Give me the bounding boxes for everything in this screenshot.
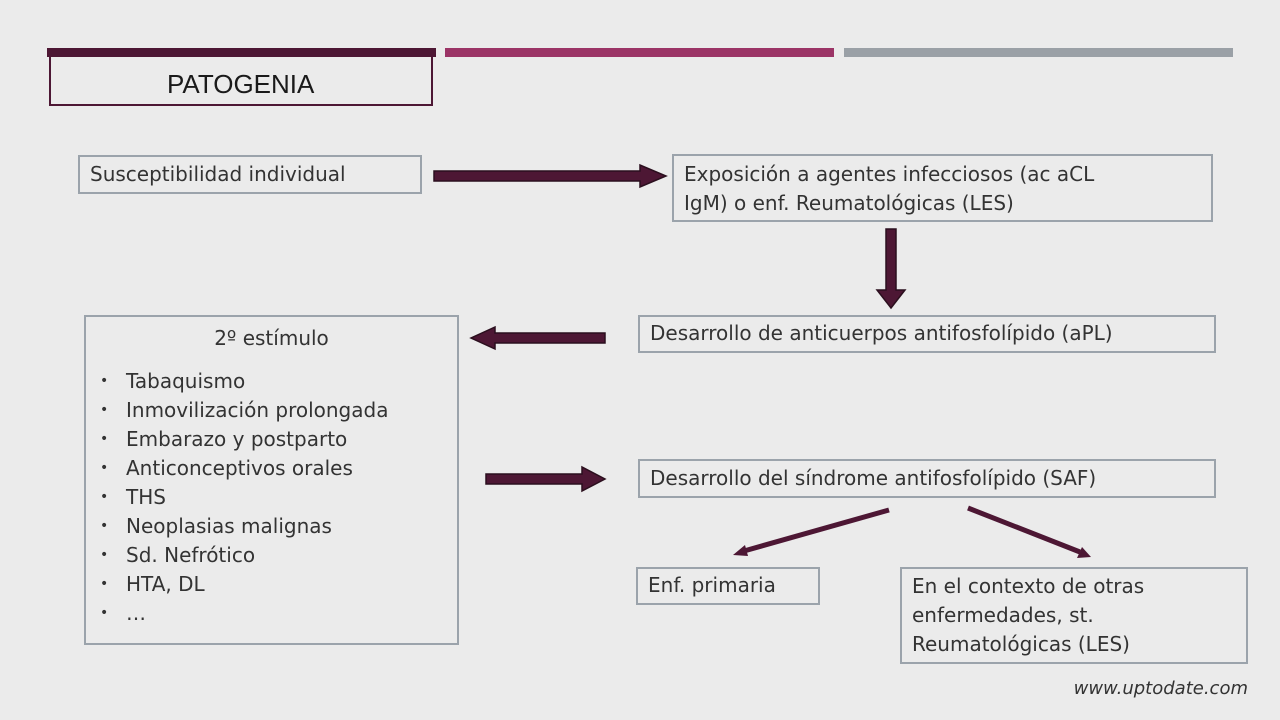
second-stimulus-list: •Tabaquismo •Inmovilización prolongada •… (96, 367, 447, 628)
bullet-icon: • (100, 547, 109, 563)
header-bar-dark (47, 48, 436, 57)
second-stimulus-box: 2º estímulo •Tabaquismo •Inmovilización … (84, 315, 459, 645)
exposure-text-line1: Exposición a agentes infecciosos (ac aCL (684, 162, 1095, 186)
context-text-line3: Reumatológicas (LES) (912, 632, 1130, 656)
arrow-diagonal-left (733, 507, 890, 556)
bullet-icon: • (100, 518, 109, 534)
header-bar-gray (844, 48, 1233, 57)
list-item: •Anticonceptivos orales (96, 454, 447, 483)
list-item: •Neoplasias malignas (96, 512, 447, 541)
bullet-icon: • (100, 605, 109, 621)
list-item: •Tabaquismo (96, 367, 447, 396)
page-title: PATOGENIA (167, 69, 315, 99)
exposure-box: Exposición a agentes infecciosos (ac aCL… (672, 154, 1213, 222)
primary-text: Enf. primaria (648, 573, 776, 597)
list-item: •Sd. Nefrótico (96, 541, 447, 570)
header-bar-magenta (445, 48, 834, 57)
primary-box: Enf. primaria (636, 567, 820, 605)
bullet-icon: • (100, 576, 109, 592)
source-credit: www.uptodate.com (1073, 678, 1248, 699)
second-stimulus-title: 2º estímulo (214, 326, 329, 350)
arrow-right-1 (433, 163, 668, 189)
context-box: En el contexto de otras enfermedades, st… (900, 567, 1248, 664)
list-item: •Embarazo y postparto (96, 425, 447, 454)
title-box: PATOGENIA (49, 57, 433, 106)
susceptibility-box: Susceptibilidad individual (78, 155, 422, 194)
list-item: •… (96, 599, 447, 628)
arrow-diagonal-right (967, 505, 1091, 558)
bullet-icon: • (100, 402, 109, 418)
list-item: •THS (96, 483, 447, 512)
list-item: •HTA, DL (96, 570, 447, 599)
context-text-line2: enfermedades, st. (912, 603, 1094, 627)
bullet-icon: • (100, 373, 109, 389)
aPL-text: Desarrollo de anticuerpos antifosfolípid… (650, 321, 1113, 345)
exposure-text-line2: IgM) o enf. Reumatológicas (LES) (684, 191, 1014, 215)
arrow-right-2 (485, 465, 607, 493)
SAF-box: Desarrollo del síndrome antifosfolípido … (638, 459, 1216, 498)
bullet-icon: • (100, 489, 109, 505)
susceptibility-text: Susceptibilidad individual (90, 162, 346, 186)
arrow-down-1 (875, 228, 907, 310)
arrow-left-1 (469, 325, 606, 351)
list-item: •Inmovilización prolongada (96, 396, 447, 425)
bullet-icon: • (100, 460, 109, 476)
SAF-text: Desarrollo del síndrome antifosfolípido … (650, 466, 1097, 490)
context-text-line1: En el contexto de otras (912, 574, 1145, 598)
aPL-box: Desarrollo de anticuerpos antifosfolípid… (638, 315, 1216, 353)
bullet-icon: • (100, 431, 109, 447)
